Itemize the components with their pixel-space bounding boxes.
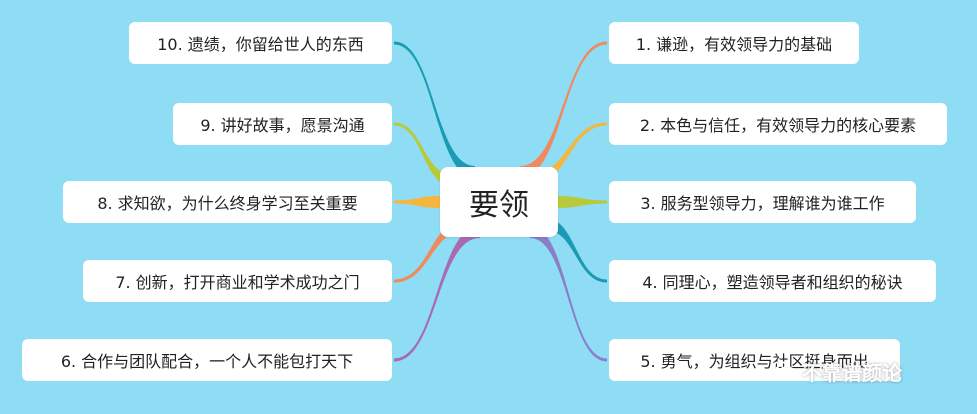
topic-label: 9. 讲好故事，愿景沟通 — [200, 116, 365, 135]
topic-node-4: 4. 同理心，塑造领导者和组织的秘诀 — [609, 260, 936, 302]
topic-node-2: 2. 本色与信任，有效领导力的核心要素 — [609, 103, 947, 145]
connector-4 — [545, 218, 607, 283]
topic-label: 4. 同理心，塑造领导者和组织的秘诀 — [642, 273, 903, 292]
topic-label: 7. 创新，打开商业和学术成功之门 — [115, 273, 360, 292]
topic-node-10: 10. 遗绩，你留给世人的东西 — [129, 22, 392, 64]
topic-label: 2. 本色与信任，有效领导力的核心要素 — [639, 116, 917, 135]
central-topic: 要领 — [440, 167, 558, 237]
connector-6 — [394, 226, 480, 362]
wechat-icon — [770, 361, 796, 380]
topic-label: 3. 服务型领导力，理解谁为谁工作 — [640, 194, 885, 213]
connector-5 — [530, 226, 607, 362]
topic-label: 1. 谦逊，有效领导力的基础 — [635, 35, 833, 54]
topic-node-6: 6. 合作与团队配合，一个人不能包打天下 — [22, 339, 392, 381]
topic-label: 6. 合作与团队配合，一个人不能包打天下 — [60, 352, 354, 371]
topic-label: 10. 遗绩，你留给世人的东西 — [157, 35, 364, 54]
topic-node-5: 5. 勇气，为组织与社区挺身而出 — [609, 339, 900, 381]
topic-label: 8. 求知欲，为什么终身学习至关重要 — [97, 194, 358, 213]
topic-node-3: 3. 服务型领导力，理解谁为谁工作 — [609, 181, 916, 223]
connector-9 — [394, 122, 452, 186]
central-topic-label: 要领 — [469, 188, 529, 223]
topic-label: 5. 勇气，为组织与社区挺身而出 — [640, 352, 869, 371]
topic-node-1: 1. 谦逊，有效领导力的基础 — [609, 22, 859, 64]
connector-3 — [556, 196, 607, 208]
topic-node-7: 7. 创新，打开商业和学术成功之门 — [83, 260, 392, 302]
connector-10 — [394, 41, 475, 178]
connector-1 — [520, 41, 607, 178]
topic-node-9: 9. 讲好故事，愿景沟通 — [173, 103, 392, 145]
topic-node-8: 8. 求知欲，为什么终身学习至关重要 — [63, 181, 392, 223]
watermark: 不靠谱颜论 — [770, 358, 902, 385]
watermark-text: 不靠谱颜论 — [802, 360, 902, 385]
connector-8 — [394, 196, 441, 208]
